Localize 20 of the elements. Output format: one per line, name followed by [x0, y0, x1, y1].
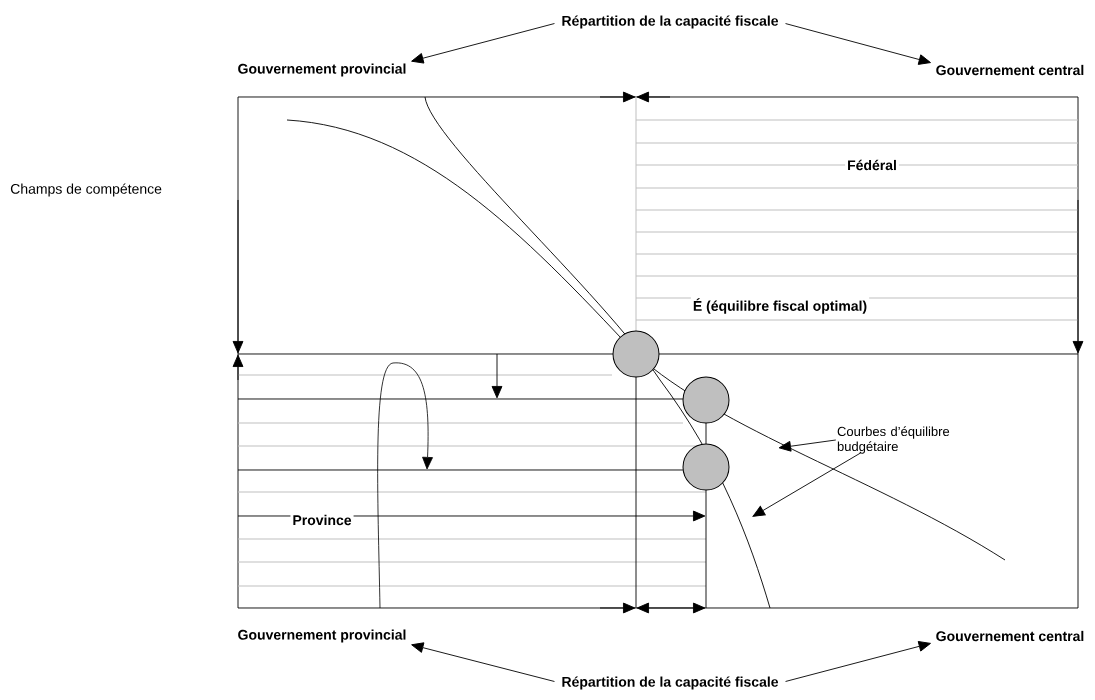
- junction-circle: [682, 443, 730, 491]
- region-label: Fédéral: [845, 157, 899, 173]
- region-label: Province: [290, 512, 354, 528]
- point-label: É (équilibre fiscal optimal): [690, 296, 870, 316]
- side-label: Gouvernement provincial: [238, 629, 406, 643]
- side-label: Gouvernement central: [936, 64, 1084, 76]
- side-label: Gouvernement central: [936, 630, 1084, 642]
- axis-title: Répartition de la capacité fiscale: [562, 15, 779, 29]
- junction-circle: [682, 376, 730, 424]
- arrow: [411, 642, 555, 682]
- junction-circle: [612, 330, 660, 378]
- arrow: [785, 23, 931, 65]
- callout-text: Courbes d’équilibre budgétaire: [837, 426, 950, 454]
- axis-title: Répartition de la capacité fiscale: [562, 676, 779, 690]
- leader-line: [778, 439, 837, 452]
- leader-line: [752, 452, 862, 517]
- side-label: Gouvernement provincial: [238, 63, 406, 77]
- side-label: Champs de compétence: [8, 181, 164, 199]
- arrow: [785, 641, 931, 682]
- arrow: [411, 23, 555, 64]
